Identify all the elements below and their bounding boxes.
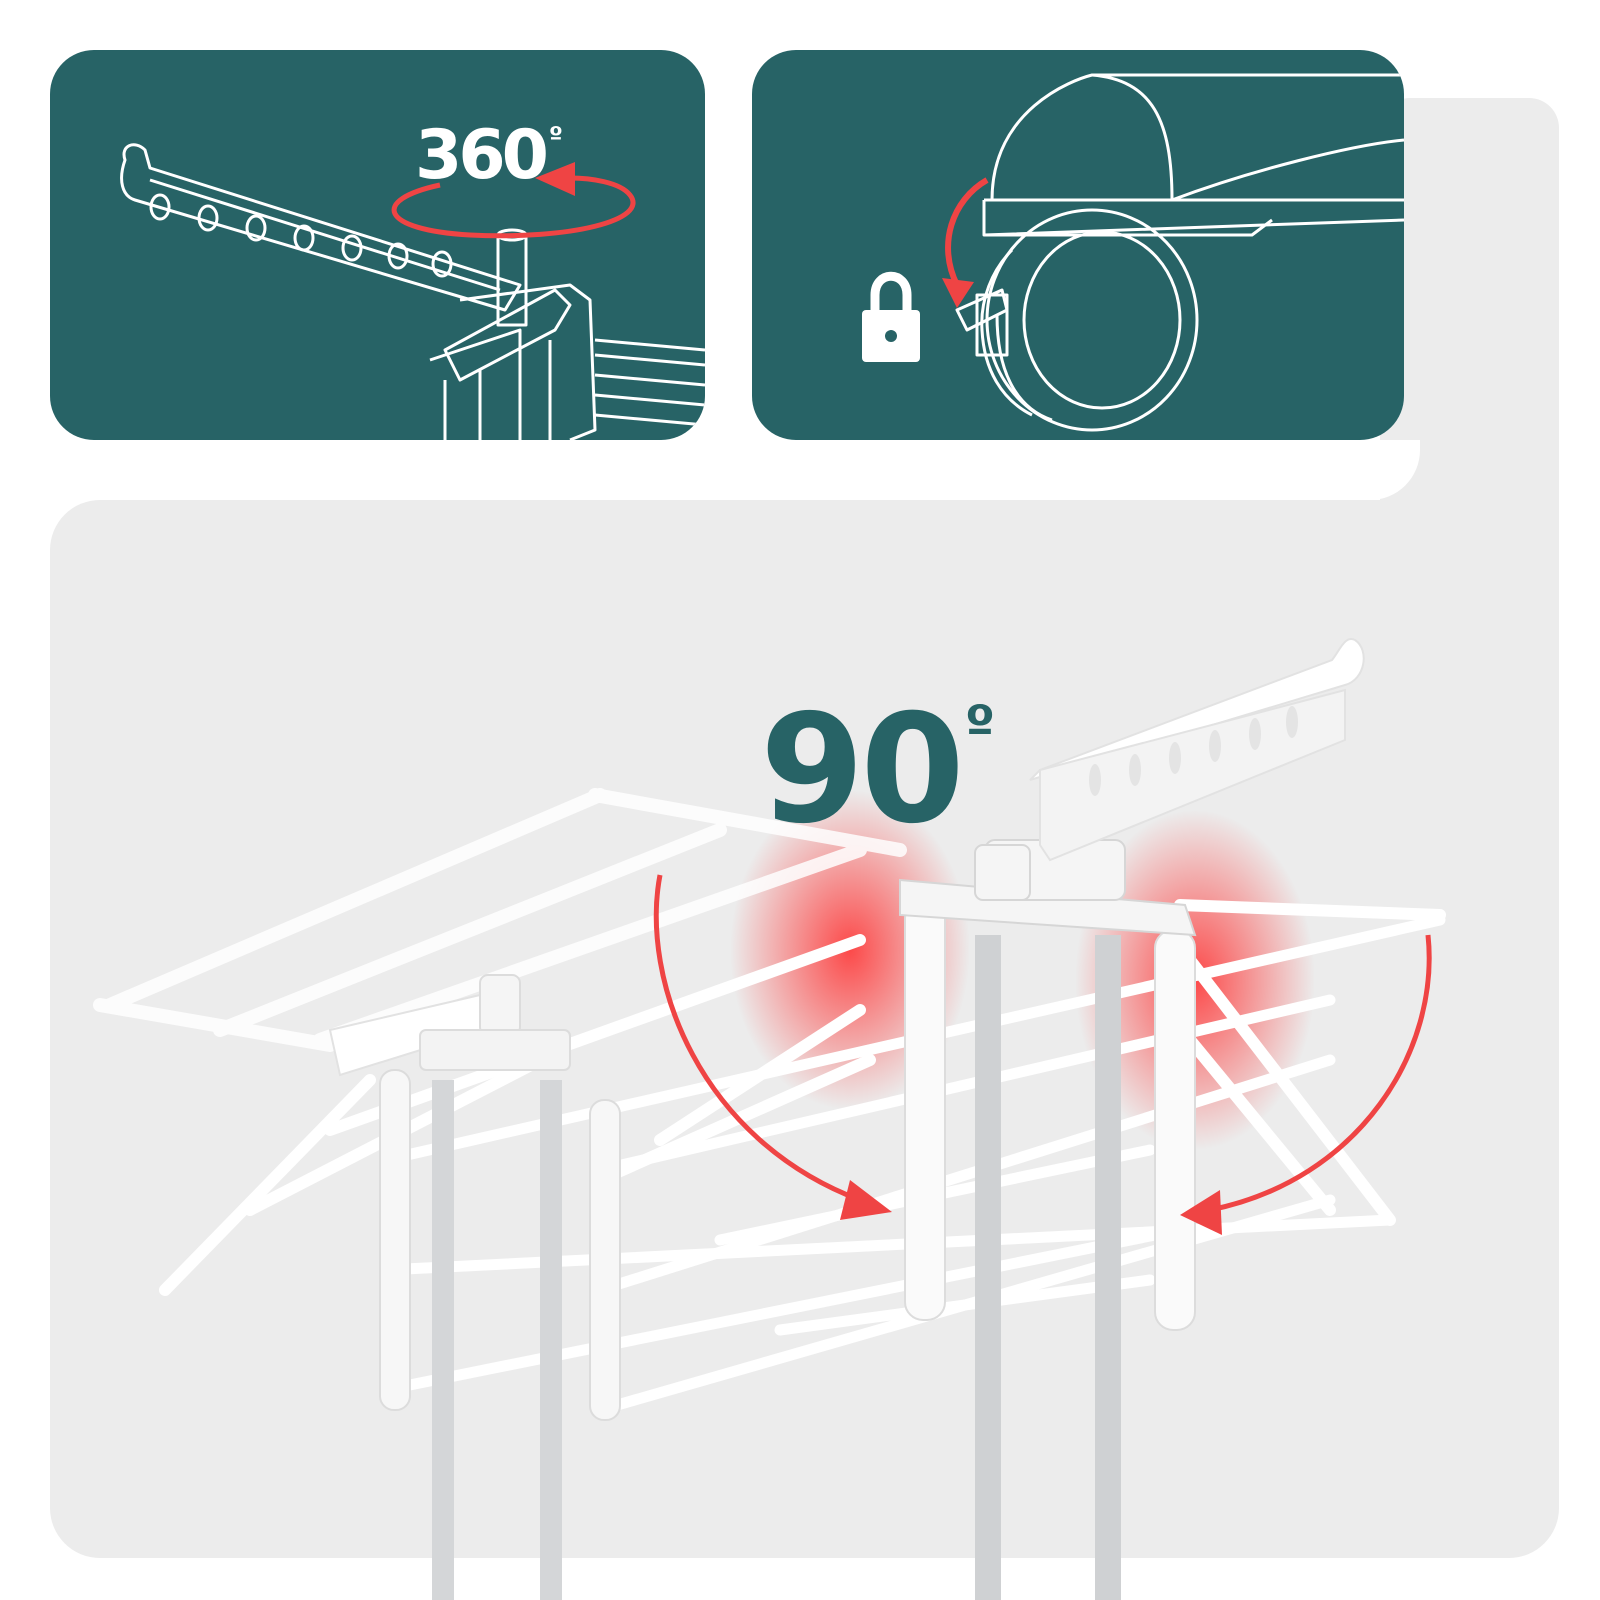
gray-panel-notch — [1300, 440, 1420, 500]
top-hook-arm — [1029, 638, 1365, 862]
fold-arrows-icon — [653, 874, 1432, 1235]
lock-arrow-icon — [942, 177, 989, 308]
lock-panel — [752, 50, 1404, 440]
left-hook-arm — [328, 974, 571, 1077]
left-side-arms — [379, 1069, 621, 1421]
top-bracket — [899, 839, 1197, 937]
poles — [432, 935, 1121, 1600]
rotate-arrow-icon — [391, 162, 636, 239]
right-side-arms — [904, 899, 1196, 1331]
lock-icon — [862, 271, 920, 362]
right-wing — [1174, 899, 1446, 1226]
upper-wing — [93, 788, 907, 1052]
hanger-arm-illustration — [120, 143, 705, 440]
wheel-illustration — [862, 73, 1404, 432]
fold-degree-label: 90º — [760, 683, 996, 857]
